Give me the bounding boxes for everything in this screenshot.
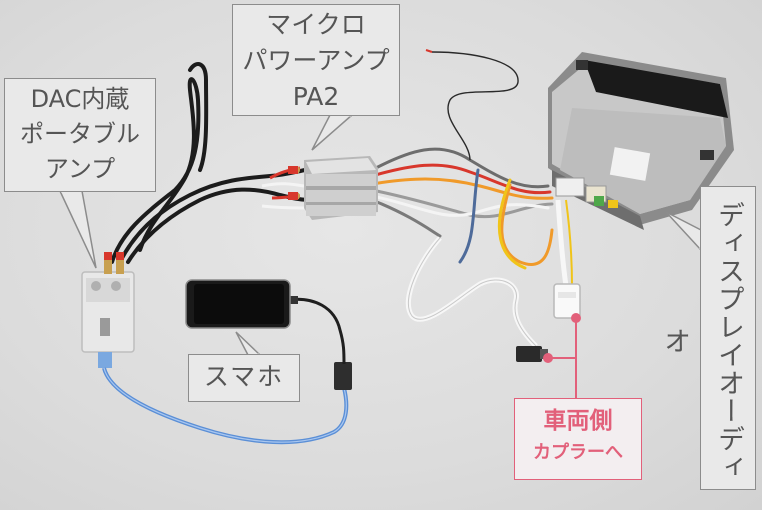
thin-wire-tip [425,49,433,53]
label-dac-line1: DAC内蔵 [30,85,130,113]
coupler-lead [555,199,569,287]
label-coupler-line2: カプラーへ [533,442,623,463]
label-dac-line2: ポータブル [20,120,140,148]
label-dac-line3: アンプ [44,155,116,183]
label-amp-line3: PA2 [292,82,340,111]
callout-pointers [59,114,702,356]
phone-cable [285,297,346,365]
harness-wires [370,147,554,270]
white-loop-cable-edge [407,237,537,347]
label-amp-line1: マイクロ [266,10,366,39]
coupler-lead-yellow [565,199,573,287]
rca-cables [110,62,312,264]
label-coupler-line1: 車両側 [543,408,613,434]
thin-wire [431,51,519,161]
pointer-dot [543,353,553,363]
small-connector-icon [516,346,548,362]
label-dac-amp: DAC内蔵 ポータブル アンプ [4,78,156,192]
smartphone-icon [185,279,291,329]
usb-adapter-icon [334,362,352,390]
dac-device-icon [81,252,135,368]
label-power-amp: マイクロ パワーアンプ PA2 [232,4,400,116]
label-vehicle-coupler: 車両側 カプラーへ [514,398,642,480]
display-audio-unit-icon [548,52,734,230]
coupler-pointer [550,318,577,398]
power-amp-device-icon [288,156,378,220]
label-smartphone: スマホ [188,354,300,402]
label-display-text: ディスプレイオーディオ [659,201,744,481]
label-phone-text: スマホ [203,362,285,391]
label-display-audio: ディスプレイオーディオ [659,186,756,490]
usb-cable-highlight [103,367,347,443]
coupler-connector-icon [553,283,581,319]
phone-plug-icon [286,296,298,304]
label-amp-line2: パワーアンプ [242,46,390,75]
pointer-dot [571,313,581,323]
